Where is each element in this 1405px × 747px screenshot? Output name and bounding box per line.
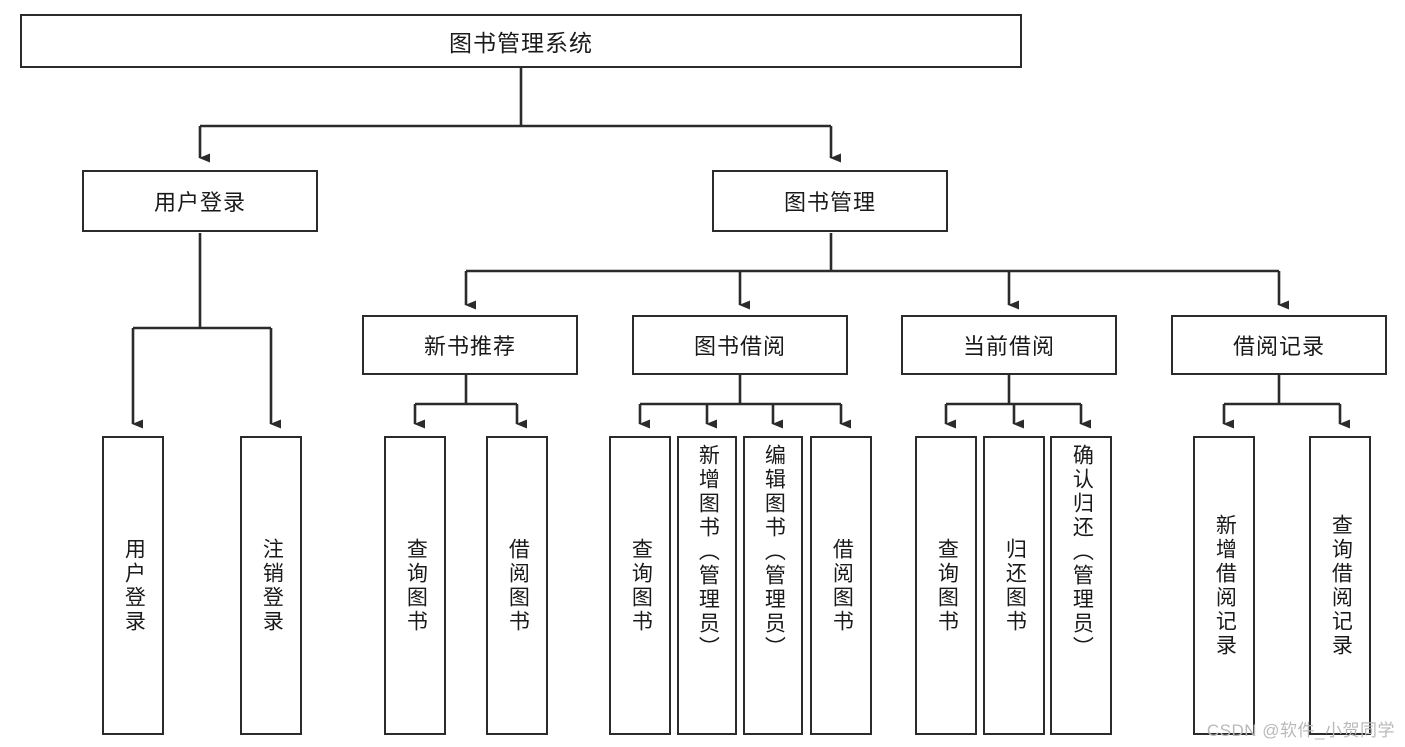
node-leaf-user-login[interactable]: 用户登录 <box>102 436 164 735</box>
node-label: 借阅图书 <box>830 537 854 634</box>
node-leaf-logout-login[interactable]: 注销登录 <box>240 436 302 735</box>
node-label: 编辑图书（管理员） <box>762 444 786 660</box>
node-new-book-recommend[interactable]: 新书推荐 <box>362 315 578 375</box>
node-label: 注销登录 <box>260 537 284 634</box>
node-current-borrow[interactable]: 当前借阅 <box>901 315 1117 375</box>
node-label: 确认归还（管理员） <box>1070 444 1094 660</box>
node-leaf-confirm-return[interactable]: 确认归还（管理员） <box>1050 436 1112 735</box>
node-leaf-edit-book[interactable]: 编辑图书（管理员） <box>743 436 803 735</box>
node-leaf-add-book[interactable]: 新增图书（管理员） <box>677 436 737 735</box>
node-leaf-query-book-2[interactable]: 查询图书 <box>609 436 671 735</box>
node-book-borrow[interactable]: 图书借阅 <box>632 315 848 375</box>
node-book-management[interactable]: 图书管理 <box>712 170 948 232</box>
node-label: 借阅图书 <box>506 537 530 634</box>
node-label: 图书借阅 <box>693 334 786 359</box>
node-leaf-query-book-1[interactable]: 查询图书 <box>384 436 446 735</box>
node-label: 图书管理系统 <box>449 30 593 56</box>
node-label: 查询图书 <box>404 537 428 634</box>
csdn-watermark: CSDN @软件_小贺同学 <box>1206 721 1395 740</box>
node-borrow-record[interactable]: 借阅记录 <box>1171 315 1387 375</box>
node-leaf-return-book[interactable]: 归还图书 <box>983 436 1045 735</box>
node-label: 查询图书 <box>629 537 653 634</box>
node-label: 新书推荐 <box>423 334 516 359</box>
node-label: 查询借阅记录 <box>1329 513 1353 658</box>
node-leaf-query-record[interactable]: 查询借阅记录 <box>1309 436 1371 735</box>
node-leaf-add-record[interactable]: 新增借阅记录 <box>1193 436 1255 735</box>
node-root-book-management-system[interactable]: 图书管理系统 <box>20 14 1022 68</box>
node-label: 查询图书 <box>935 537 959 634</box>
node-user-login[interactable]: 用户登录 <box>82 170 318 232</box>
node-label: 图书管理 <box>783 190 876 215</box>
node-label: 当前借阅 <box>962 334 1055 359</box>
node-leaf-query-book-3[interactable]: 查询图书 <box>915 436 977 735</box>
node-leaf-borrow-book-2[interactable]: 借阅图书 <box>810 436 872 735</box>
node-label: 新增图书（管理员） <box>696 444 720 660</box>
node-label: 用户登录 <box>122 537 146 634</box>
node-label: 归还图书 <box>1003 537 1027 634</box>
node-label: 借阅记录 <box>1232 334 1325 359</box>
node-label: 用户登录 <box>153 190 246 215</box>
node-label: 新增借阅记录 <box>1213 513 1237 658</box>
node-leaf-borrow-book-1[interactable]: 借阅图书 <box>486 436 548 735</box>
connector-group <box>131 68 1350 429</box>
